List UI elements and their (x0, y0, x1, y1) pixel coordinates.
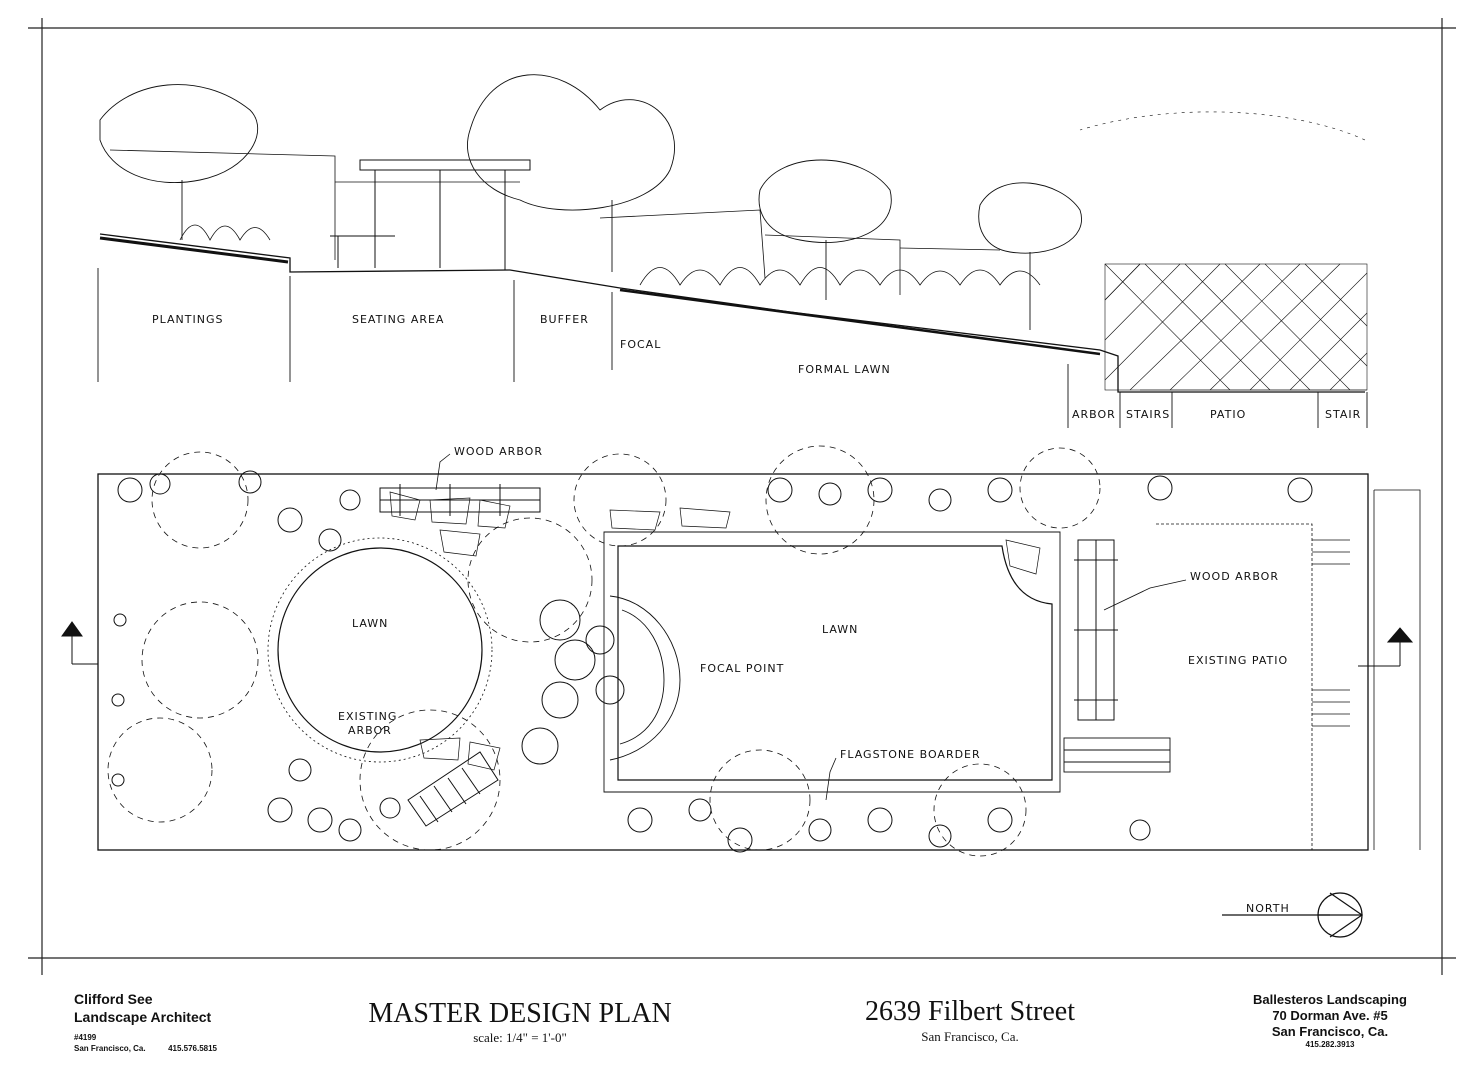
patio-stairs (1063, 737, 1171, 773)
zone-label-seating-area: SEATING AREA (352, 313, 444, 326)
section-marker-left (61, 621, 98, 665)
architect-license: #4199 (74, 1033, 97, 1042)
sheet-border (28, 18, 1456, 975)
elevation-zone-labels: PLANTINGS SEATING AREA BUFFER FOCAL FORM… (152, 313, 1361, 421)
architect-name: Clifford See (74, 991, 153, 1007)
label-lawn-main: LAWN (822, 623, 858, 636)
elevation-patio-wall (1079, 111, 1368, 391)
plan-scale: scale: 1/4" = 1'-0" (473, 1030, 567, 1045)
plan-title-block: MASTER DESIGN PLAN scale: 1/4" = 1'-0" (330, 998, 710, 1046)
label-wood-arbor-right: WOOD ARBOR (1190, 570, 1279, 583)
site-city: San Francisco, Ca. (921, 1029, 1019, 1044)
plan-labels: WOOD ARBOR WOOD ARBOR LAWN LAWN FOCAL PO… (338, 445, 1290, 915)
site-plan (61, 445, 1421, 938)
architect-block: Clifford See Landscape Architect #4199 S… (74, 990, 304, 1054)
architect-contact: San Francisco, Ca. 415.576.5815 (74, 1043, 304, 1054)
contractor-phone: 415.282.3913 (1305, 1040, 1355, 1049)
wood-arbor-right (1074, 539, 1118, 721)
elevation-section (97, 74, 1368, 428)
label-existing-arbor-line2: ARBOR (348, 724, 392, 737)
zone-label-stairs: STAIRS (1126, 408, 1170, 421)
elevation-ground-line (99, 233, 1365, 393)
tree-canopies (107, 445, 1101, 857)
label-flagstone-boarder: FLAGSTONE BOARDER (840, 748, 981, 761)
contractor-street: 70 Dorman Ave. #5 (1272, 1008, 1388, 1023)
zone-label-buffer: BUFFER (540, 313, 589, 326)
existing-patio (1156, 523, 1313, 850)
label-north: NORTH (1246, 902, 1290, 915)
zone-label-patio: PATIO (1210, 408, 1246, 421)
elevation-fence (109, 149, 1001, 295)
contractor-name: Ballesteros Landscaping (1253, 992, 1407, 1007)
elevation-zone-dividers (97, 268, 1368, 428)
elevation-pergola (330, 159, 531, 270)
north-arrow-icon (1222, 892, 1364, 938)
zone-label-arbor: ARBOR (1072, 408, 1116, 421)
right-stairs (1312, 489, 1421, 850)
flagstone-paving (389, 491, 1041, 771)
address-block: 2639 Filbert Street San Francisco, Ca. (820, 996, 1120, 1045)
elevation-trees (99, 74, 1082, 330)
zone-label-formal-lawn: FORMAL LAWN (798, 363, 891, 376)
label-lawn-circle: LAWN (352, 617, 388, 630)
contractor-block: Ballesteros Landscaping 70 Dorman Ave. #… (1230, 992, 1430, 1050)
label-existing-patio: EXISTING PATIO (1188, 654, 1288, 667)
zone-label-stair: STAIR (1325, 408, 1361, 421)
site-address: 2639 Filbert Street (865, 996, 1075, 1027)
architect-city: San Francisco, Ca. (74, 1044, 146, 1053)
elevation-shrubs (179, 224, 1041, 286)
focal-point-ring (609, 595, 681, 761)
architect-phone: 415.576.5815 (168, 1044, 217, 1053)
zone-label-plantings: PLANTINGS (152, 313, 223, 326)
architect-title: Landscape Architect (74, 1009, 212, 1025)
main-lawn (617, 545, 1053, 781)
label-wood-arbor-top: WOOD ARBOR (454, 445, 543, 458)
section-marker-right (1358, 627, 1414, 667)
existing-arbor (407, 751, 499, 827)
shrub-plantings (111, 470, 1313, 853)
wood-arbor-top (379, 484, 541, 516)
plan-title: MASTER DESIGN PLAN (368, 998, 672, 1029)
zone-label-focal: FOCAL (620, 338, 661, 351)
label-focal-point: FOCAL POINT (700, 662, 784, 675)
contractor-city: San Francisco, Ca. (1271, 1024, 1389, 1039)
label-existing-arbor-line1: EXISTING (338, 710, 397, 723)
circular-lawn (277, 547, 483, 753)
